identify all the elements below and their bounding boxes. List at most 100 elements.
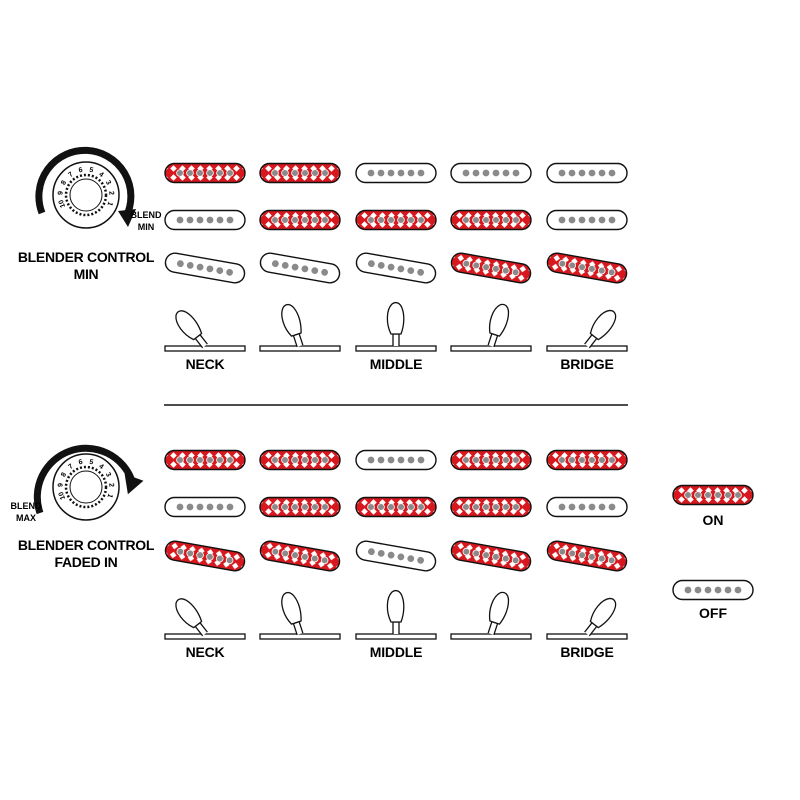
- switch-tip: [589, 597, 617, 629]
- pole-piece: [291, 456, 299, 464]
- bridge-pickup: [546, 540, 628, 572]
- pole-piece: [407, 456, 415, 464]
- neck-pickup: [164, 162, 246, 184]
- pole-piece: [492, 503, 500, 511]
- pole-piece: [291, 216, 299, 224]
- pole-piece: [206, 456, 214, 464]
- pole-piece: [206, 265, 214, 273]
- pole-piece: [186, 169, 194, 177]
- pickup-cover: [355, 449, 437, 471]
- section-title-line2: MIN: [74, 266, 99, 282]
- pole-piece: [387, 503, 395, 511]
- pole-piece: [397, 216, 405, 224]
- switch-position-2: [259, 162, 341, 352]
- pickup-cover: [546, 209, 628, 231]
- pole-piece: [482, 169, 490, 177]
- pole-piece: [482, 551, 490, 559]
- pickup-cover: [450, 252, 532, 284]
- section-title-line1: BLENDER CONTROL: [18, 537, 155, 553]
- pole-piece: [367, 548, 375, 556]
- pole-piece: [206, 216, 214, 224]
- switch-lever: [386, 589, 405, 634]
- pickup-cover: [546, 540, 628, 572]
- pickup-cover: [546, 162, 628, 184]
- pole-piece: [226, 456, 234, 464]
- bridge-pickup: [355, 252, 437, 284]
- pole-piece: [301, 265, 309, 273]
- pole-piece: [568, 261, 577, 270]
- pole-piece: [206, 553, 214, 561]
- position-caption: NECK: [186, 356, 225, 372]
- pickup-cover: [164, 209, 246, 231]
- pole-piece: [271, 260, 279, 268]
- pole-piece: [281, 456, 289, 464]
- pole-piece: [321, 268, 329, 276]
- pole-piece: [176, 547, 185, 556]
- pole-piece: [226, 169, 234, 177]
- pickup-cover: [259, 540, 341, 572]
- switch-tip: [175, 310, 203, 341]
- pole-piece: [472, 261, 481, 270]
- position-caption: MIDDLE: [370, 356, 422, 372]
- pole-piece: [558, 259, 567, 268]
- pole-piece: [501, 554, 510, 563]
- neck-pickup: [355, 162, 437, 184]
- pickup-selector-switch-icon: [164, 598, 246, 640]
- section-title-line2: FADED IN: [55, 554, 118, 570]
- pole-piece: [291, 263, 299, 271]
- pole-piece: [216, 169, 224, 177]
- pole-piece: [417, 216, 425, 224]
- pole-piece: [501, 266, 510, 275]
- pole-piece: [186, 261, 194, 269]
- legend-on-pickup-icon: [672, 484, 754, 506]
- pole-piece: [578, 551, 586, 559]
- pole-piece: [588, 553, 596, 561]
- pole-piece: [502, 216, 510, 224]
- switch-position-1: NECK: [164, 449, 246, 660]
- pickup-cover: [546, 449, 628, 471]
- pole-piece: [417, 169, 425, 177]
- pole-piece: [588, 216, 596, 224]
- pickup-cover: [259, 496, 341, 518]
- switch-tip: [386, 589, 405, 623]
- pole-piece: [558, 169, 566, 177]
- neck-pickup: [450, 449, 532, 471]
- pole-piece: [607, 268, 616, 277]
- knob-number: 9: [57, 483, 64, 488]
- bridge-pickup: [164, 540, 246, 572]
- pole-piece: [462, 456, 470, 464]
- pole-piece: [512, 503, 520, 511]
- pole-piece: [462, 259, 471, 268]
- pole-piece: [271, 216, 279, 224]
- pole-piece: [462, 547, 471, 556]
- pole-piece: [578, 216, 586, 224]
- pickup-cover: [450, 209, 532, 231]
- pole-piece: [311, 267, 319, 275]
- legend-off-pickup-icon: [672, 579, 754, 601]
- pole-piece: [684, 491, 692, 499]
- switch-plate: [450, 633, 532, 640]
- pole-piece: [598, 503, 606, 511]
- pole-piece: [492, 456, 500, 464]
- pole-piece: [226, 216, 234, 224]
- pickup-cover: [259, 162, 341, 184]
- pole-piece: [462, 503, 470, 511]
- pickup-cover: [450, 540, 532, 572]
- knob-number: 5: [89, 459, 94, 467]
- bridge-pickup: [546, 252, 628, 284]
- pole-piece: [417, 556, 425, 564]
- legend-on-label: ON: [703, 512, 724, 528]
- pickup-cover: [355, 252, 437, 284]
- knob-number: 5: [89, 167, 94, 175]
- neck-pickup: [259, 162, 341, 184]
- pole-piece: [196, 551, 204, 559]
- pickup-selector-switch-icon: [450, 303, 532, 352]
- pole-piece: [176, 260, 184, 268]
- switch-plate: [164, 345, 246, 352]
- pole-piece: [377, 169, 385, 177]
- pickup-cover: [259, 209, 341, 231]
- pole-piece: [291, 503, 299, 511]
- middle-pickup: [546, 209, 628, 231]
